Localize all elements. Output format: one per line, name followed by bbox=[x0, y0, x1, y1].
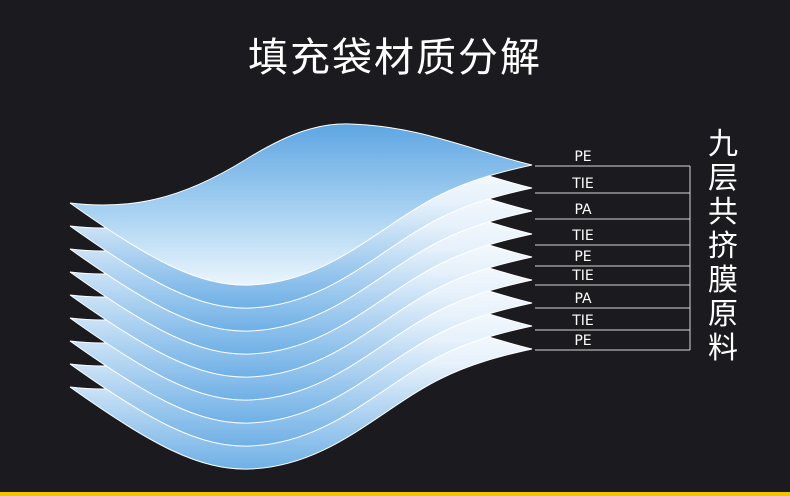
layer-labels: PE TIE PA TIE PE TIE PA TIE PE bbox=[571, 149, 594, 349]
layer-label-3: PA bbox=[574, 202, 592, 218]
layer-label-9: PE bbox=[574, 333, 591, 349]
layer-label-2: TIE bbox=[571, 176, 594, 192]
layer-sheets bbox=[69, 123, 533, 470]
layer-label-1: PE bbox=[574, 149, 591, 165]
layer-label-5: PE bbox=[574, 249, 591, 265]
layer-label-8: TIE bbox=[571, 313, 594, 329]
layer-label-4: TIE bbox=[571, 228, 594, 244]
coextrusion-film-title: 九层共挤膜原料 bbox=[708, 127, 738, 366]
film-sheet-1 bbox=[69, 123, 533, 286]
layer-label-7: PA bbox=[574, 291, 592, 307]
label-connectors bbox=[535, 165, 691, 351]
layer-label-6: TIE bbox=[571, 268, 594, 284]
accent-bar bbox=[0, 492, 790, 496]
page-title: 填充袋材质分解 bbox=[248, 35, 542, 81]
